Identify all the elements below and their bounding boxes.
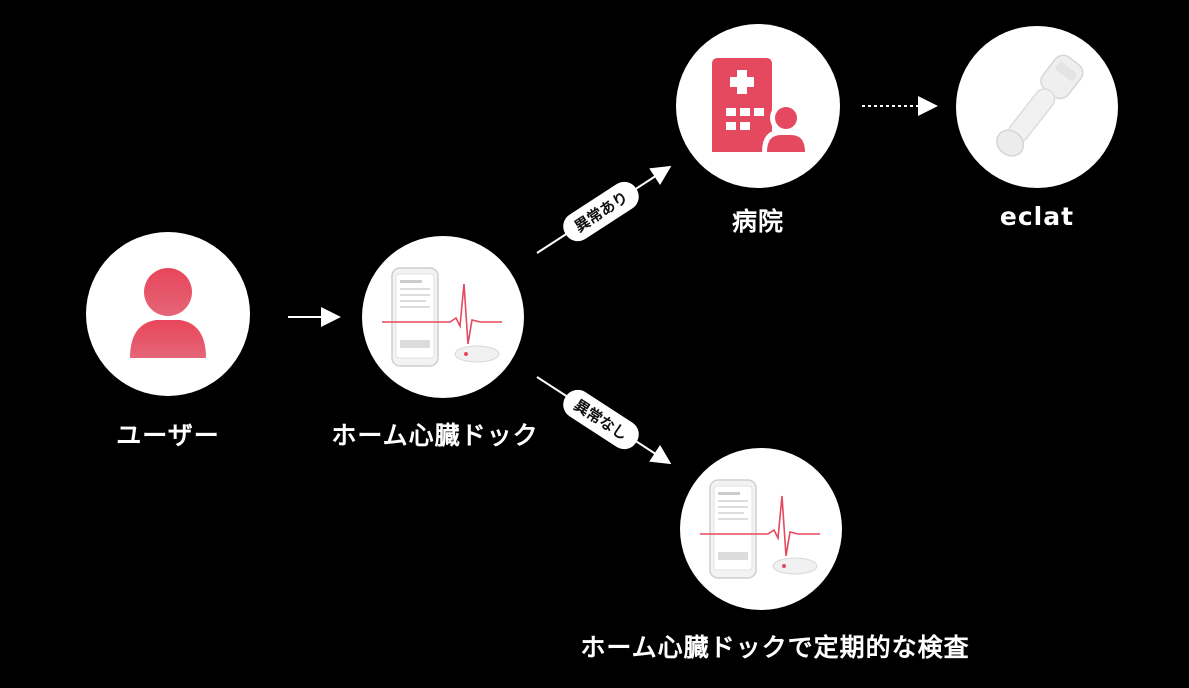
heart-monitor-device-icon xyxy=(382,267,502,367)
person-icon xyxy=(130,268,206,358)
home-node xyxy=(362,236,524,398)
hospital-node xyxy=(676,24,840,188)
home-label: ホーム心臓ドック xyxy=(331,421,539,450)
hospital-label: 病院 xyxy=(731,207,784,236)
regular-label: ホーム心臓ドックで定期的な検査 xyxy=(580,633,970,662)
user-node xyxy=(86,232,250,396)
ecg-patch-device-icon xyxy=(996,54,1084,157)
heart-monitor-device-icon xyxy=(700,479,820,579)
eclat-label: eclat xyxy=(999,202,1075,231)
user-label: ユーザー xyxy=(116,421,220,450)
eclat-node xyxy=(956,26,1118,188)
regular-node xyxy=(680,448,842,610)
hospital-building-icon xyxy=(712,58,810,152)
